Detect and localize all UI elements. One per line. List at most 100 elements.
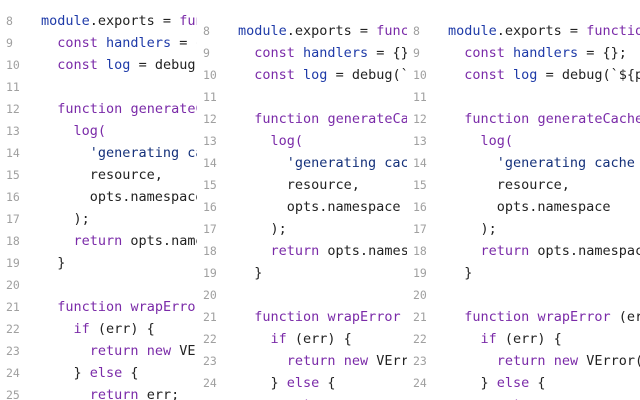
code-token: [41, 57, 57, 73]
code-token: [41, 321, 74, 337]
code-token: VErro: [179, 343, 197, 359]
code-token: );: [238, 221, 287, 237]
code-text: 'generating cache: [41, 142, 197, 164]
line-number: 21: [6, 300, 20, 314]
code-text: const log = debug(`${: [238, 64, 407, 86]
code-text: module.exports = functi: [41, 10, 197, 32]
code-token: log(: [41, 123, 107, 139]
code-token: function: [57, 101, 123, 117]
code-token: (err) {: [496, 331, 562, 347]
code-token: generateCacheKe: [537, 111, 640, 127]
code-text: const handlers = {};: [448, 42, 627, 64]
code-text: );: [448, 218, 497, 240]
code-token: [238, 67, 254, 83]
code-token: else: [286, 375, 320, 391]
code-text: return new VError: [238, 350, 407, 372]
code-token: = {};: [578, 45, 627, 61]
code-token: [41, 299, 57, 315]
code-token: {: [529, 375, 546, 391]
line-number: 10: [413, 68, 427, 82]
code-token: handlers: [303, 45, 369, 61]
code-token: [41, 233, 74, 249]
code-token: return: [287, 397, 336, 400]
code-token: module: [448, 23, 497, 39]
code-token: new: [146, 343, 172, 359]
code-token: if: [270, 331, 287, 347]
line-number: 15: [6, 168, 20, 182]
code-text: return new VErro: [41, 340, 197, 362]
code-text: return opts.namespace: [448, 240, 640, 262]
code-token: log(: [448, 133, 514, 149]
code-token: function: [586, 23, 640, 39]
code-text: }: [448, 262, 472, 284]
code-token: [41, 101, 57, 117]
code-text: } else {: [238, 372, 336, 394]
code-token: = {};: [179, 35, 197, 51]
code-text: opts.namespace: [448, 196, 611, 218]
code-text: opts.namespace: [41, 186, 197, 208]
line-number: 13: [413, 134, 427, 148]
code-token: }: [448, 375, 497, 391]
code-token: log(: [238, 133, 304, 149]
code-token: log: [106, 57, 131, 73]
code-token: [448, 309, 464, 325]
line-number: 15: [413, 178, 427, 192]
code-token: {: [122, 365, 139, 381]
line-number: 22: [6, 322, 20, 336]
code-text: opts.namespace: [238, 196, 401, 218]
code-token: [448, 353, 497, 369]
line-number: 16: [413, 200, 427, 214]
code-token: wrapError: [130, 299, 197, 315]
code-text: );: [41, 208, 90, 230]
code-token: return: [480, 243, 530, 259]
code-text: module.exports = function (: [448, 20, 640, 42]
code-token: (err) {: [286, 331, 352, 347]
code-token: const: [57, 57, 98, 73]
code-token: [238, 111, 254, 127]
line-number: 25: [6, 388, 20, 400]
code-token: opts.namespace: [238, 199, 401, 215]
line-number: 17: [203, 222, 217, 236]
line-number: 14: [413, 156, 427, 170]
code-token: 'generating cache: [238, 155, 407, 171]
code-text: resource,: [448, 174, 570, 196]
line-number: 12: [203, 112, 217, 126]
code-token: return: [496, 353, 546, 369]
code-text: 'generating cache ke: [448, 152, 640, 174]
code-token: [139, 343, 147, 359]
code-text: if (err) {: [41, 318, 155, 340]
code-text: const log = debug(`${: [41, 54, 197, 76]
code-token: module: [238, 23, 287, 39]
code-token: [295, 67, 303, 83]
code-text: return err;: [238, 394, 376, 400]
code-token: = {};: [376, 45, 407, 61]
code-token: [41, 343, 90, 359]
line-number: 19: [6, 256, 20, 270]
code-text: log(: [448, 130, 514, 152]
code-token: resource,: [448, 177, 570, 193]
line-number: 21: [413, 310, 427, 324]
code-token: return: [270, 243, 320, 259]
code-token: }: [448, 265, 473, 281]
code-text: const log = debug(`${pkg: [448, 64, 640, 86]
code-token: [448, 243, 481, 259]
code-token: [238, 353, 287, 369]
code-token: [546, 353, 554, 369]
line-number: 18: [203, 244, 217, 258]
code-token: if: [73, 321, 90, 337]
code-token: function: [464, 111, 530, 127]
code-token: generateCac: [130, 101, 197, 117]
code-token: {: [319, 375, 336, 391]
code-text: return err;: [41, 384, 179, 400]
code-text: resource,: [238, 174, 360, 196]
code-token: );: [448, 221, 497, 237]
code-token: new: [553, 353, 579, 369]
code-token: (err,: [618, 309, 640, 325]
code-token: [238, 243, 271, 259]
code-text: function generateCac: [41, 98, 197, 120]
code-token: const: [57, 35, 98, 51]
line-number: 12: [413, 112, 427, 126]
